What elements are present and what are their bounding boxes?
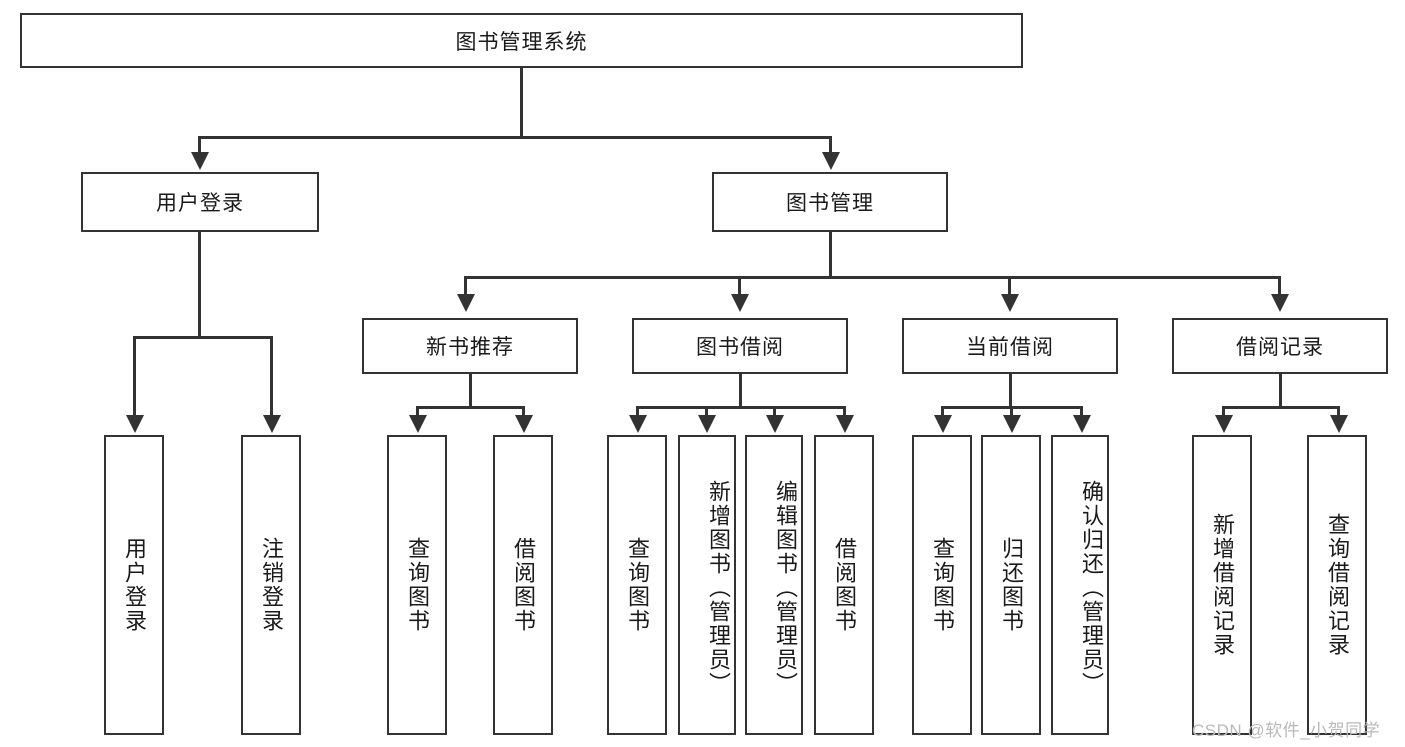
- leaf-borrow-record-1[interactable]: 查询借阅记录: [1307, 435, 1367, 735]
- edge-book-borrow-drop-1: [705, 406, 708, 417]
- edge-user-login-drop-1: [270, 336, 273, 417]
- edge-current-borrow-stem: [1009, 374, 1012, 406]
- leaf-new-book-1[interactable]: 借阅图书: [493, 435, 553, 735]
- node-label: 查询图书: [930, 537, 955, 633]
- node-label: 图书管理: [786, 192, 874, 215]
- leaf-book-borrow-3[interactable]: 借阅图书: [814, 435, 874, 735]
- arrow-book-manage-child-3: [1270, 294, 1289, 312]
- arrow-borrow-record-leaf-1: [1329, 415, 1348, 433]
- arrow-current-borrow-leaf-0: [933, 415, 952, 433]
- edge-borrow-record-drop-0: [1222, 406, 1225, 417]
- arrow-new-book-leaf-1: [514, 415, 533, 433]
- edge-book-borrow-drop-3: [843, 406, 846, 417]
- node-label: 归还图书: [999, 537, 1024, 633]
- node-label: 查询借阅记录: [1325, 513, 1350, 657]
- edge-book-borrow-drop-2: [773, 406, 776, 417]
- leaf-user-login-0[interactable]: 用户登录: [104, 435, 164, 735]
- node-label: 新增图书（管理员）: [706, 480, 731, 696]
- edge-borrow-record-drop-1: [1337, 406, 1340, 417]
- node-label: 借阅记录: [1236, 336, 1324, 359]
- arrow-new-book-leaf-0: [408, 415, 427, 433]
- leaf-new-book-0[interactable]: 查询图书: [387, 435, 447, 735]
- arrow-root-to-user-login: [190, 152, 209, 170]
- arrow-book-borrow-leaf-2: [765, 415, 784, 433]
- edge-new-book-bus: [416, 406, 522, 409]
- node-label: 查询图书: [405, 537, 430, 633]
- leaf-user-login-1[interactable]: 注销登录: [241, 435, 301, 735]
- edge-book-manage-drop-2: [1008, 276, 1011, 296]
- edge-book-manage-bus: [464, 276, 1280, 279]
- node-book-management[interactable]: 图书管理: [712, 172, 948, 232]
- edge-book-manage-drop-0: [464, 276, 467, 296]
- leaf-book-borrow-0[interactable]: 查询图书: [607, 435, 667, 735]
- edge-root-bus: [198, 136, 832, 139]
- node-label: 新增借阅记录: [1210, 513, 1235, 657]
- leaf-borrow-record-0[interactable]: 新增借阅记录: [1192, 435, 1252, 735]
- leaf-book-borrow-1[interactable]: 新增图书（管理员）: [678, 435, 736, 735]
- node-new-book-recommend[interactable]: 新书推荐: [362, 318, 578, 374]
- arrow-book-manage-child-0: [456, 294, 475, 312]
- edge-book-manage-stem: [829, 232, 832, 276]
- edge-new-book-drop-1: [522, 406, 525, 417]
- edge-user-login-drop-0: [133, 336, 136, 417]
- edge-root-to-book-manage: [829, 136, 832, 154]
- node-label: 编辑图书（管理员）: [773, 480, 798, 696]
- node-borrow-record[interactable]: 借阅记录: [1172, 318, 1388, 374]
- node-label: 新书推荐: [426, 336, 514, 359]
- edge-user-login-bus: [133, 336, 270, 339]
- node-label: 借阅图书: [511, 537, 536, 633]
- edge-borrow-record-stem: [1279, 374, 1282, 406]
- node-label: 注销登录: [259, 537, 284, 633]
- edge-book-borrow-bus: [636, 406, 843, 409]
- leaf-current-borrow-2[interactable]: 确认归还（管理员）: [1051, 435, 1109, 735]
- edge-new-book-stem: [469, 374, 472, 406]
- arrow-borrow-record-leaf-0: [1214, 415, 1233, 433]
- node-label: 图书管理系统: [455, 30, 588, 54]
- node-label: 当前借阅: [966, 336, 1054, 359]
- node-label: 用户登录: [122, 537, 147, 633]
- arrow-book-manage-child-1: [730, 294, 749, 312]
- node-current-borrow[interactable]: 当前借阅: [902, 318, 1118, 374]
- csdn-watermark: CSDN @软件_小贺同学: [1192, 721, 1381, 740]
- arrow-book-borrow-leaf-3: [835, 415, 854, 433]
- node-root-system[interactable]: 图书管理系统: [20, 13, 1023, 68]
- arrow-current-borrow-leaf-2: [1072, 415, 1091, 433]
- edge-new-book-drop-0: [416, 406, 419, 417]
- node-label: 借阅图书: [832, 537, 857, 633]
- edge-current-borrow-drop-0: [941, 406, 944, 417]
- arrow-book-manage-child-2: [1000, 294, 1019, 312]
- leaf-book-borrow-2[interactable]: 编辑图书（管理员）: [745, 435, 803, 735]
- edge-book-borrow-drop-0: [636, 406, 639, 417]
- node-book-borrow[interactable]: 图书借阅: [632, 318, 848, 374]
- leaf-current-borrow-1[interactable]: 归还图书: [981, 435, 1041, 735]
- edge-borrow-record-bus: [1222, 406, 1337, 409]
- edge-user-login-stem: [198, 232, 201, 336]
- edge-root-stem: [520, 68, 523, 136]
- leaf-current-borrow-0[interactable]: 查询图书: [912, 435, 972, 735]
- node-label: 图书借阅: [696, 336, 784, 359]
- node-label: 确认归还（管理员）: [1079, 480, 1104, 696]
- arrow-user-login-leaf-0: [125, 415, 144, 433]
- edge-root-to-user-login: [198, 136, 201, 154]
- edge-current-borrow-drop-1: [1010, 406, 1013, 417]
- edge-current-borrow-drop-2: [1080, 406, 1083, 417]
- node-label: 用户登录: [156, 192, 244, 215]
- arrow-current-borrow-leaf-1: [1002, 415, 1021, 433]
- node-label: 查询图书: [625, 537, 650, 633]
- edge-book-manage-drop-1: [738, 276, 741, 296]
- edge-book-borrow-stem: [739, 374, 742, 406]
- node-user-login[interactable]: 用户登录: [81, 172, 319, 232]
- arrow-root-to-book-manage: [821, 152, 840, 170]
- edge-book-manage-drop-3: [1278, 276, 1281, 296]
- arrow-user-login-leaf-1: [262, 415, 281, 433]
- arrow-book-borrow-leaf-0: [628, 415, 647, 433]
- arrow-book-borrow-leaf-1: [697, 415, 716, 433]
